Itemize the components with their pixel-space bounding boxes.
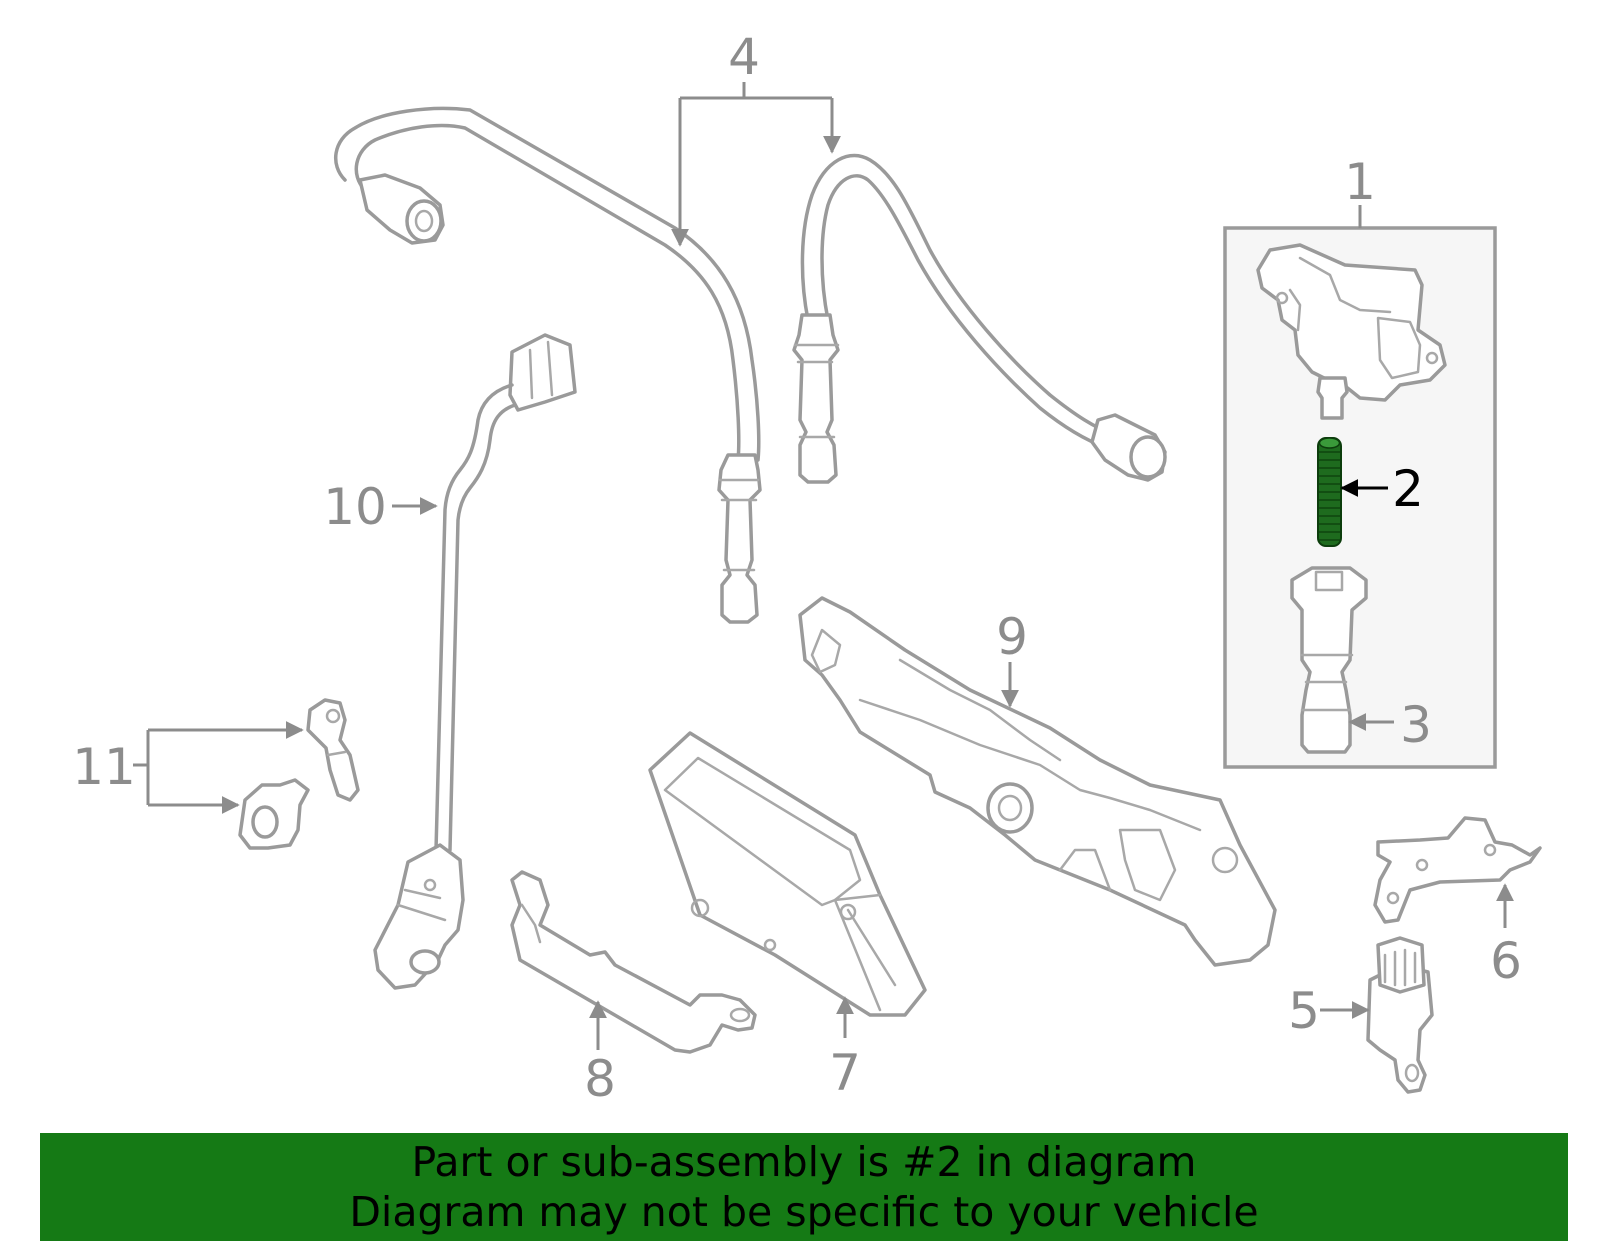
bracket-part-9 [798, 596, 1277, 967]
leader-lines [133, 82, 1514, 1050]
footer-line-2: Diagram may not be specific to your vehi… [349, 1188, 1259, 1236]
footer-banner: Part or sub-assembly is #2 in diagram Di… [40, 1133, 1568, 1241]
callout-10: 10 [323, 478, 387, 536]
callout-5: 5 [1288, 982, 1320, 1040]
relay-part-5 [1366, 936, 1434, 1094]
oxygen-sensor-right [792, 153, 1167, 484]
callout-4: 4 [728, 28, 760, 86]
callout-6: 6 [1490, 932, 1522, 990]
callout-2: 2 [1392, 460, 1424, 518]
boot-part-3 [1290, 566, 1368, 754]
footer-line-1: Part or sub-assembly is #2 in diagram [411, 1138, 1197, 1186]
spring-part-2 [1317, 437, 1342, 547]
callout-7: 7 [829, 1044, 861, 1102]
callout-8: 8 [584, 1050, 616, 1108]
callout-9: 9 [996, 608, 1028, 666]
callout-1: 1 [1344, 153, 1376, 211]
control-module-part-7 [648, 731, 927, 1017]
clips-part-11 [238, 698, 360, 850]
callout-3: 3 [1400, 696, 1432, 754]
callout-11: 11 [72, 738, 136, 796]
ignition-coil [1256, 243, 1447, 420]
bracket-part-8 [510, 870, 757, 1054]
bracket-part-6 [1373, 816, 1542, 924]
sensor-part-10 [373, 333, 577, 990]
